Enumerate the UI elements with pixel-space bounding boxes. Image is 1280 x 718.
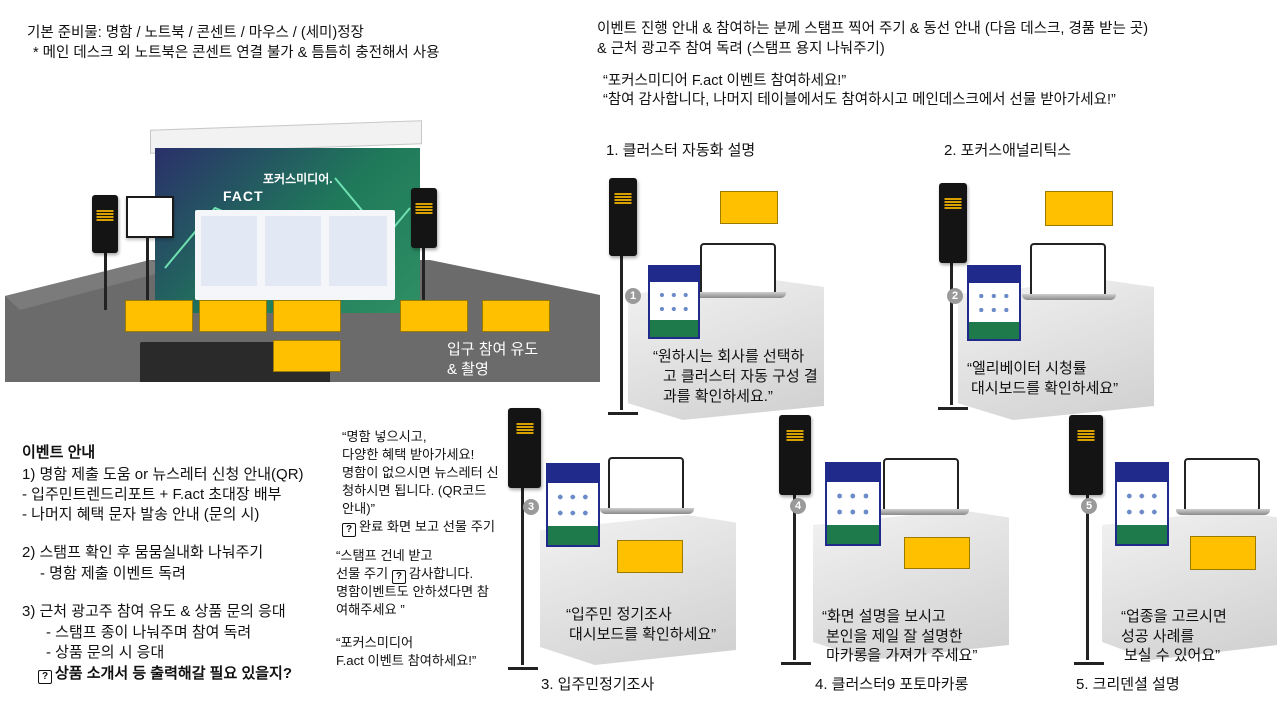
- station-4-title: 4. 클러스터9 포토마카롱: [815, 676, 969, 693]
- event-guide-text: 이벤트 진행 안내 & 참여하는 분께 스탬프 찍어 주기 & 동선 안내 (다…: [597, 21, 1149, 37]
- question-icon: [391, 570, 406, 584]
- station-5-kiosk: 5: [1062, 410, 1277, 680]
- booth-wall-brand: FACT: [223, 188, 264, 204]
- booth-sticky-note: [273, 340, 341, 372]
- station-1-laptop: [700, 243, 776, 295]
- station-3-poster: [546, 463, 600, 547]
- booth-right-speaker: [411, 188, 437, 248]
- station-2-quote: “엘리베이터 시청률: [967, 360, 1087, 377]
- entrance-label-1: 입구 참여 유도: [447, 341, 539, 358]
- station-1-speaker: [609, 178, 637, 256]
- booth-sticky-note: [273, 300, 341, 332]
- station-2-speaker: [939, 183, 967, 263]
- station-5-quote: 성공 사례를: [1121, 628, 1195, 645]
- booth-sticky-note: [199, 300, 267, 332]
- booth-monitor: [126, 196, 174, 238]
- station-2-poster: [967, 265, 1021, 341]
- station-3-quote: “입주민 정기조사: [566, 606, 672, 623]
- question-icon: [38, 670, 52, 684]
- station-5-number-badge: 5: [1081, 498, 1097, 514]
- event-info-line: - 상품 문의 시 응대: [46, 644, 165, 661]
- station-1-quote: “원하시는 회사를 선택하: [653, 348, 805, 365]
- station-3-kiosk: 3: [500, 405, 740, 675]
- booth-wall-panel: [195, 210, 395, 300]
- main-desk-quote: “명함 넣으시고,: [342, 429, 427, 444]
- event-info-title: 이벤트 안내: [22, 444, 96, 461]
- station-4-sticky-note: [904, 537, 970, 569]
- station-2-quote: 대시보드를 확인하세요”: [971, 380, 1119, 397]
- event-info-line: 2) 스탬프 확인 후 뭄뭄실내화 나눠주기: [22, 544, 264, 561]
- station-3-sticky-note: [617, 540, 683, 573]
- stamp-quote: “스탬프 건네 받고: [336, 548, 433, 563]
- event-info-line: 1) 명함 제출 도움 or 뉴스레터 신청 안내(QR): [22, 466, 304, 483]
- station-5-laptop: [1184, 458, 1260, 512]
- invite-quote: “포커스미디어: [336, 635, 414, 650]
- prep-items-text: 기본 준비물: 명함 / 노트북 / 콘센트 / 마우스 / (세미)정장: [27, 25, 364, 41]
- stamp-quote: 명함이벤트도 안하셨다면 참: [336, 584, 489, 599]
- event-info-line: 3) 근처 광고주 참여 유도 & 상품 문의 응대: [22, 603, 286, 620]
- station-5-title: 5. 크리덴셜 설명: [1076, 676, 1180, 693]
- station-4-quote: 마카롱을 가져가 주세요”: [826, 647, 978, 664]
- station-2-title: 2. 포커스애널리틱스: [944, 142, 1072, 159]
- station-5-sticky-note: [1190, 536, 1256, 570]
- station-2-laptop: [1030, 243, 1106, 297]
- main-desk-quote: 다양한 혜택 받아가세요!: [342, 447, 475, 462]
- question-icon: [342, 523, 356, 537]
- station-4-kiosk: 4: [773, 410, 1013, 680]
- booth-illustration: 포커스미디어. FACT 입구 참여 유도 & 촬영: [0, 120, 600, 390]
- station-3-quote: 대시보드를 확인하세요”: [569, 626, 717, 643]
- booth-sticky-note: [482, 300, 550, 332]
- event-info-question: 상품 소개서 등 출력해갈 필요 있을지?: [38, 664, 292, 684]
- event-info-line: - 명함 제출 이벤트 독려: [40, 565, 186, 582]
- quote-thanks: “참여 감사합니다, 나머지 테이블에서도 참여하시고 메인데스크에서 선물 받…: [603, 92, 1116, 108]
- station-3-laptop: [608, 457, 684, 511]
- advertiser-note-text: & 근처 광고주 참여 독려 (스탬프 용지 나눠주기): [597, 41, 885, 57]
- laptop-note-text: * 메인 데스크 외 노트북은 콘센트 연결 불가 & 틈틈히 충전해서 사용: [33, 45, 440, 61]
- main-desk-gift-note: 완료 화면 보고 선물 주기: [342, 518, 495, 537]
- booth-wall-title: 포커스미디어.: [263, 172, 333, 186]
- station-5-quote: 보실 수 있어요”: [1124, 647, 1221, 664]
- station-1-title: 1. 클러스터 자동화 설명: [606, 142, 756, 159]
- station-4-speaker: [779, 415, 811, 495]
- station-1-number-badge: 1: [625, 288, 641, 304]
- station-4-quote: “화면 설명을 보시고: [822, 608, 946, 625]
- station-5-speaker: [1069, 415, 1103, 495]
- station-4-quote: 본인을 제일 잘 설명한: [826, 628, 963, 645]
- station-1-sticky-note: [720, 191, 778, 224]
- main-desk-quote: 안내)”: [342, 501, 376, 516]
- invite-quote: F.act 이벤트 참여하세요!”: [336, 653, 477, 668]
- station-1-poster: [648, 265, 700, 339]
- entrance-label-2: & 촬영: [447, 361, 489, 378]
- station-5-quote: “업종을 고르시면: [1121, 608, 1227, 625]
- stamp-quote: 선물 주기 감사합니다.: [336, 565, 473, 584]
- station-3-number-badge: 3: [523, 499, 539, 515]
- station-2-kiosk: 2: [930, 175, 1154, 425]
- booth-left-speaker: [92, 195, 118, 253]
- station-4-laptop: [883, 458, 959, 512]
- event-info-line: - 나머지 혜택 문자 발송 안내 (문의 시): [22, 506, 260, 523]
- station-2-sticky-note: [1045, 191, 1113, 226]
- booth-sticky-note: [125, 300, 193, 332]
- station-5-poster: [1115, 462, 1169, 546]
- quote-join-event: “포커스미디어 F.act 이벤트 참여하세요!”: [603, 73, 847, 89]
- station-1-quote: 고 클러스터 자동 구성 결: [663, 368, 818, 385]
- stamp-quote: 여해주세요 ”: [336, 602, 405, 617]
- station-1-quote: 과를 확인하세요.”: [663, 388, 773, 405]
- station-4-poster: [825, 462, 881, 546]
- main-desk-quote: 명함이 없으시면 뉴스레터 신: [342, 465, 499, 480]
- event-info-line: - 입주민트렌드리포트 + F.act 초대장 배부: [22, 486, 282, 503]
- station-1-kiosk: 1: [600, 170, 824, 420]
- booth-wall: 포커스미디어. FACT: [155, 148, 420, 313]
- event-info-line: - 스탬프 종이 나눠주며 참여 독려: [46, 624, 252, 641]
- station-2-number-badge: 2: [947, 288, 963, 304]
- station-4-number-badge: 4: [790, 498, 806, 514]
- booth-sticky-note: [400, 300, 468, 332]
- main-desk-quote: 청하시면 됩니다. (QR코드: [342, 483, 487, 498]
- station-3-title: 3. 입주민정기조사: [541, 676, 655, 693]
- station-3-speaker: [508, 408, 541, 488]
